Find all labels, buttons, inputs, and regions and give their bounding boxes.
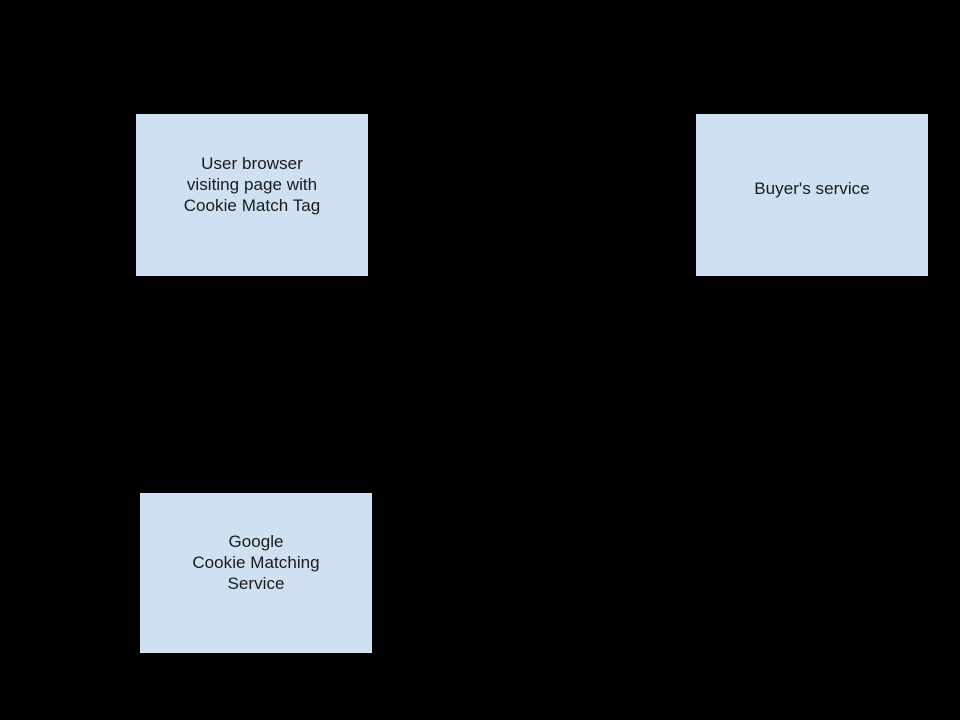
- diagram-node-google-cookie-matching[interactable]: Google Cookie Matching Service: [140, 493, 372, 653]
- diagram-node-user-browser[interactable]: User browser visiting page with Cookie M…: [136, 114, 368, 276]
- diagram-node-buyers-service[interactable]: Buyer's service: [696, 114, 928, 276]
- diagram-node-user-browser-label: User browser visiting page with Cookie M…: [183, 153, 321, 215]
- diagram-node-google-cookie-matching-label: Google Cookie Matching Service: [192, 531, 320, 593]
- diagram-node-buyers-service-label: Buyer's service: [754, 178, 870, 198]
